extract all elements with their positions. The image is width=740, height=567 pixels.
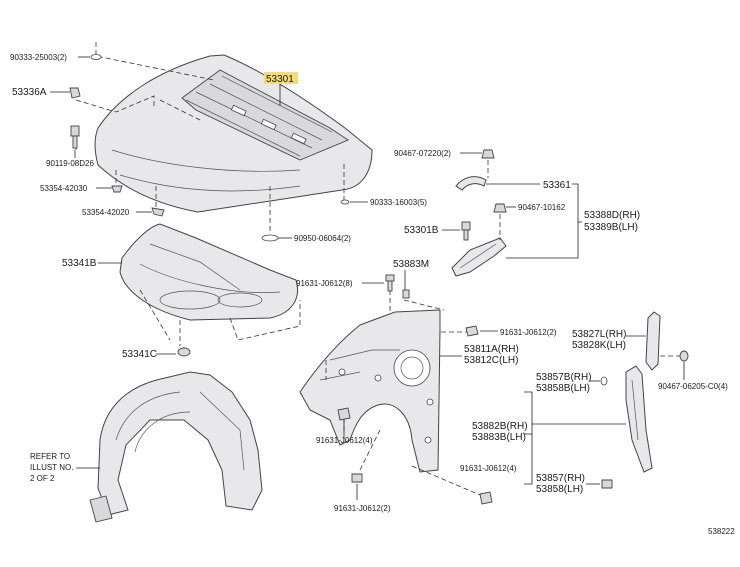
label-90467-06205: 90467-06205-C0(4) [658, 382, 728, 391]
fender-dash-lines [325, 290, 481, 496]
highlight-53301 [264, 72, 298, 84]
label-53812C: 53812C(LH) [464, 355, 518, 366]
front-fender [299, 309, 441, 473]
label-53388D: 53388D(RH) [584, 210, 640, 221]
label-53858B: 53858B(LH) [536, 383, 590, 394]
label-53857: 53857(RH) [536, 473, 585, 484]
fender-side-panel [600, 311, 689, 489]
label-90333-16003: 90333-16003(5) [370, 198, 427, 207]
label-53858: 53858(LH) [536, 484, 583, 495]
insulator-dash-lines [139, 289, 301, 346]
refer-line-3: 2 OF 2 [30, 474, 55, 483]
label-91631-J0612-8: 91631-J0612(8) [296, 279, 353, 288]
refer-line-2: ILLUST NO. [30, 463, 73, 472]
label-53882B: 53882B(RH) [472, 421, 528, 432]
label-53857B: 53857B(RH) [536, 372, 592, 383]
label-90467-10162: 90467-10162 [518, 203, 566, 212]
figure-number: 538222 [708, 527, 735, 536]
fender-bolts [337, 274, 493, 505]
clip-53341C [177, 347, 191, 357]
label-91631-J0612-2-upper: 91631-J0612(2) [500, 328, 557, 337]
hood-fasteners [69, 54, 350, 242]
label-53361: 53361 [543, 180, 571, 191]
label-53883M: 53883M [393, 259, 429, 270]
hood-insulator [119, 223, 298, 321]
fender-liner [89, 371, 263, 523]
label-91631-J0612-4-left: 91631-J0612(4) [316, 436, 373, 445]
label-53828K: 53828K(LH) [572, 340, 626, 351]
label-91631-J0612-4-right: 91631-J0612(4) [460, 464, 517, 473]
hood-panel [94, 54, 373, 213]
label-53811A: 53811A(RH) [464, 344, 519, 355]
label-90950-06064: 90950-06064(2) [294, 234, 351, 243]
label-53301B: 53301B [404, 225, 439, 236]
hood-seal-bracket [451, 149, 507, 277]
label-53883B: 53883B(LH) [472, 432, 526, 443]
label-53827L: 53827L(RH) [572, 329, 626, 340]
label-53336A: 53336A [12, 87, 47, 98]
label-91631-J0612-2-lower: 91631-J0612(2) [334, 504, 391, 513]
label-90119-08D26: 90119-08D26 [46, 159, 94, 168]
label-53341B: 53341B [62, 258, 97, 269]
label-90467-07220: 90467-07220(2) [394, 149, 451, 158]
label-53389B: 53389B(LH) [584, 222, 638, 233]
label-53354-42020: 53354-42020 [82, 208, 130, 217]
label-53354-42030: 53354-42030 [40, 184, 88, 193]
label-53341C: 53341C [122, 349, 157, 360]
label-53301: 53301 [266, 74, 294, 85]
label-90333-25003: 90333-25003(2) [10, 53, 67, 62]
refer-line-1: REFER TO [30, 452, 70, 461]
